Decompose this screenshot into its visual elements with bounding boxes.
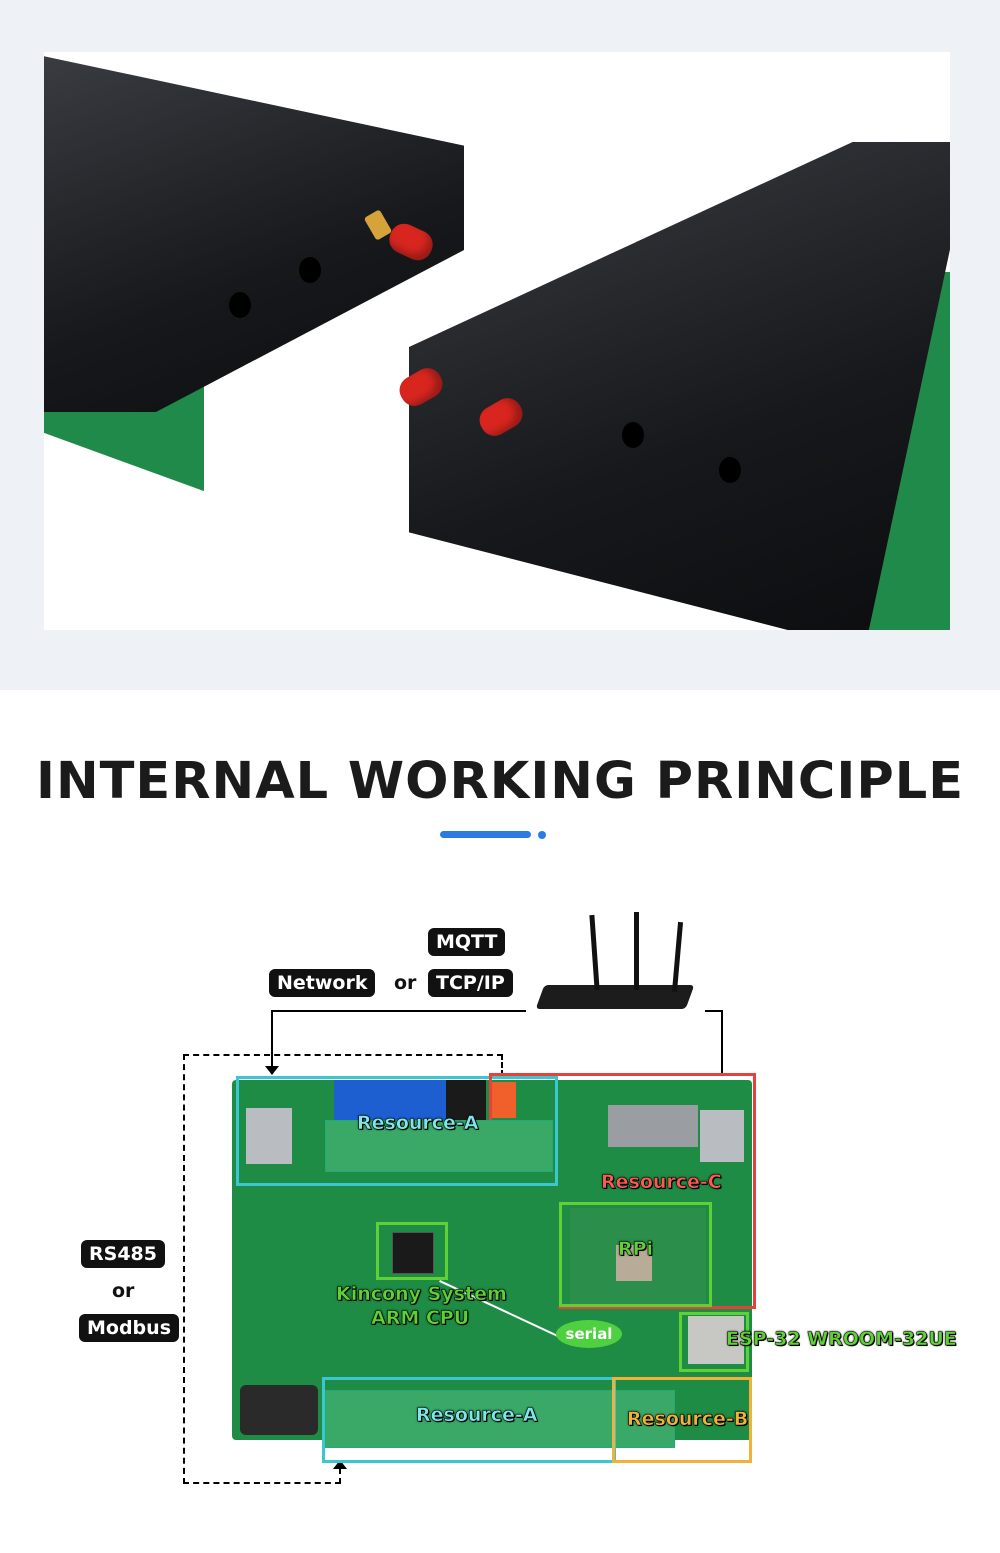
mqtt-tag: MQTT bbox=[428, 928, 506, 956]
esp32-label: ESP-32 WROOM-32UE bbox=[726, 1328, 957, 1351]
terminal-block bbox=[325, 1120, 553, 1172]
arrow-up-icon bbox=[333, 1460, 347, 1469]
router-antenna bbox=[671, 921, 684, 993]
router-antenna bbox=[589, 914, 600, 991]
serial-badge: serial bbox=[556, 1320, 622, 1348]
hole bbox=[622, 422, 644, 448]
title-underline bbox=[440, 831, 531, 838]
tcpip-tag: TCP/IP bbox=[428, 969, 513, 997]
rpi-label: RPi bbox=[618, 1238, 654, 1261]
router-antenna bbox=[634, 912, 639, 990]
or-label: or bbox=[112, 1280, 135, 1302]
product-photo-section bbox=[0, 0, 1000, 690]
cpu-chip bbox=[392, 1232, 434, 1274]
rs485-dashed-path bbox=[339, 1468, 341, 1484]
modbus-tag: Modbus bbox=[79, 1314, 179, 1342]
resource-a-top-box bbox=[236, 1076, 558, 1186]
terminal-block bbox=[325, 1390, 675, 1448]
esp32-box bbox=[679, 1312, 749, 1372]
cpu-label-line1: Kincony System bbox=[336, 1283, 507, 1306]
title-underline-dot bbox=[538, 831, 546, 839]
product-photo bbox=[44, 52, 950, 630]
db9-connector bbox=[240, 1385, 318, 1435]
ethernet-port bbox=[700, 1110, 744, 1162]
hole bbox=[229, 292, 251, 318]
resource-b-box bbox=[612, 1377, 752, 1463]
resource-b-label: Resource-B bbox=[627, 1408, 749, 1431]
arrow-down-icon bbox=[265, 1066, 279, 1075]
network-line bbox=[271, 1010, 273, 1070]
resource-a-bottom-label: Resource-A bbox=[416, 1404, 538, 1427]
orange-terminal bbox=[492, 1082, 516, 1118]
usb-ports bbox=[608, 1105, 698, 1147]
router-icon bbox=[535, 985, 695, 1009]
enclosure-right bbox=[409, 142, 950, 630]
rs485-dashed-path bbox=[183, 1054, 503, 1484]
rs485-dashed-path bbox=[183, 1482, 341, 1484]
blue-terminal bbox=[334, 1080, 454, 1120]
network-tag: Network bbox=[269, 969, 376, 997]
rpi-chip bbox=[616, 1245, 652, 1281]
resource-c-label: Resource-C bbox=[601, 1171, 722, 1194]
hole bbox=[299, 257, 321, 283]
black-terminal bbox=[446, 1080, 486, 1120]
router-line bbox=[721, 1010, 723, 1075]
rs485-tag: RS485 bbox=[81, 1240, 165, 1268]
cpu-box bbox=[376, 1222, 448, 1280]
network-line bbox=[271, 1010, 526, 1012]
hole bbox=[719, 457, 741, 483]
or-label: or bbox=[394, 972, 417, 994]
rpi-box bbox=[559, 1202, 712, 1307]
router-line bbox=[705, 1010, 723, 1012]
resource-a-top-label: Resource-A bbox=[357, 1112, 479, 1135]
cpu-label-line2: ARM CPU bbox=[371, 1307, 470, 1330]
section-title: INTERNAL WORKING PRINCIPLE bbox=[35, 752, 965, 811]
rs485-dashed-path bbox=[501, 1054, 503, 1076]
esp32-module bbox=[688, 1316, 744, 1364]
ethernet-port bbox=[246, 1108, 292, 1164]
